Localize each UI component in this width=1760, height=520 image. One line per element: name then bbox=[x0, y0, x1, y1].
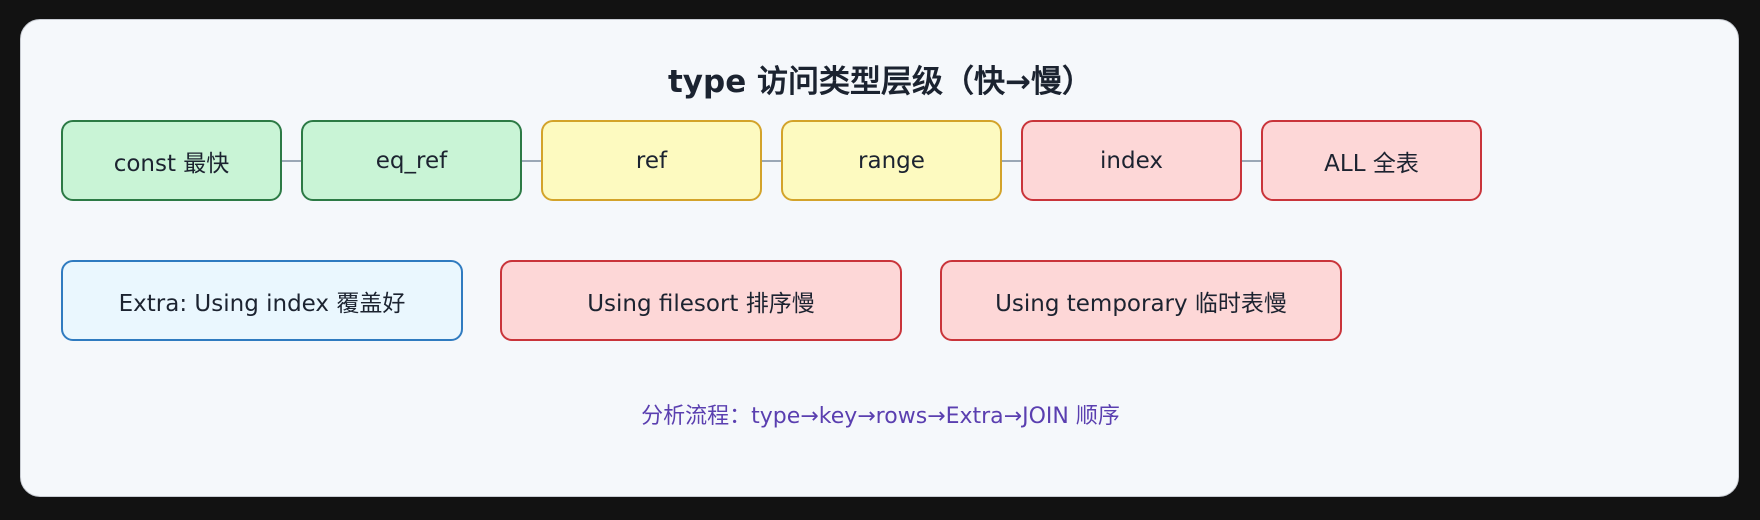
type-const-node: const 最快 bbox=[61, 120, 282, 201]
extra-using-temporary-node: Using temporary 临时表慢 bbox=[940, 260, 1342, 341]
type-all-node: ALL 全表 bbox=[1261, 120, 1482, 201]
analysis-flow-note: 分析流程：type→key→rows→Extra→JOIN 顺序 bbox=[641, 404, 1120, 429]
connector-5 bbox=[1242, 160, 1262, 162]
type-range-node: range bbox=[781, 120, 1002, 201]
diagram-title: type 访问类型层级（快→慢） bbox=[667, 64, 1093, 100]
type-eq-ref-node: eq_ref bbox=[301, 120, 522, 201]
connector-3 bbox=[762, 160, 782, 162]
extra-using-filesort-node: Using filesort 排序慢 bbox=[500, 260, 902, 341]
diagram-panel: type 访问类型层级（快→慢） const 最快 eq_ref ref ran… bbox=[20, 19, 1739, 497]
type-index-node: index bbox=[1021, 120, 1242, 201]
type-ref-node: ref bbox=[541, 120, 762, 201]
extra-using-index-node: Extra: Using index 覆盖好 bbox=[61, 260, 463, 341]
connector-4 bbox=[1002, 160, 1022, 162]
connector-1 bbox=[282, 160, 302, 162]
connector-2 bbox=[522, 160, 542, 162]
